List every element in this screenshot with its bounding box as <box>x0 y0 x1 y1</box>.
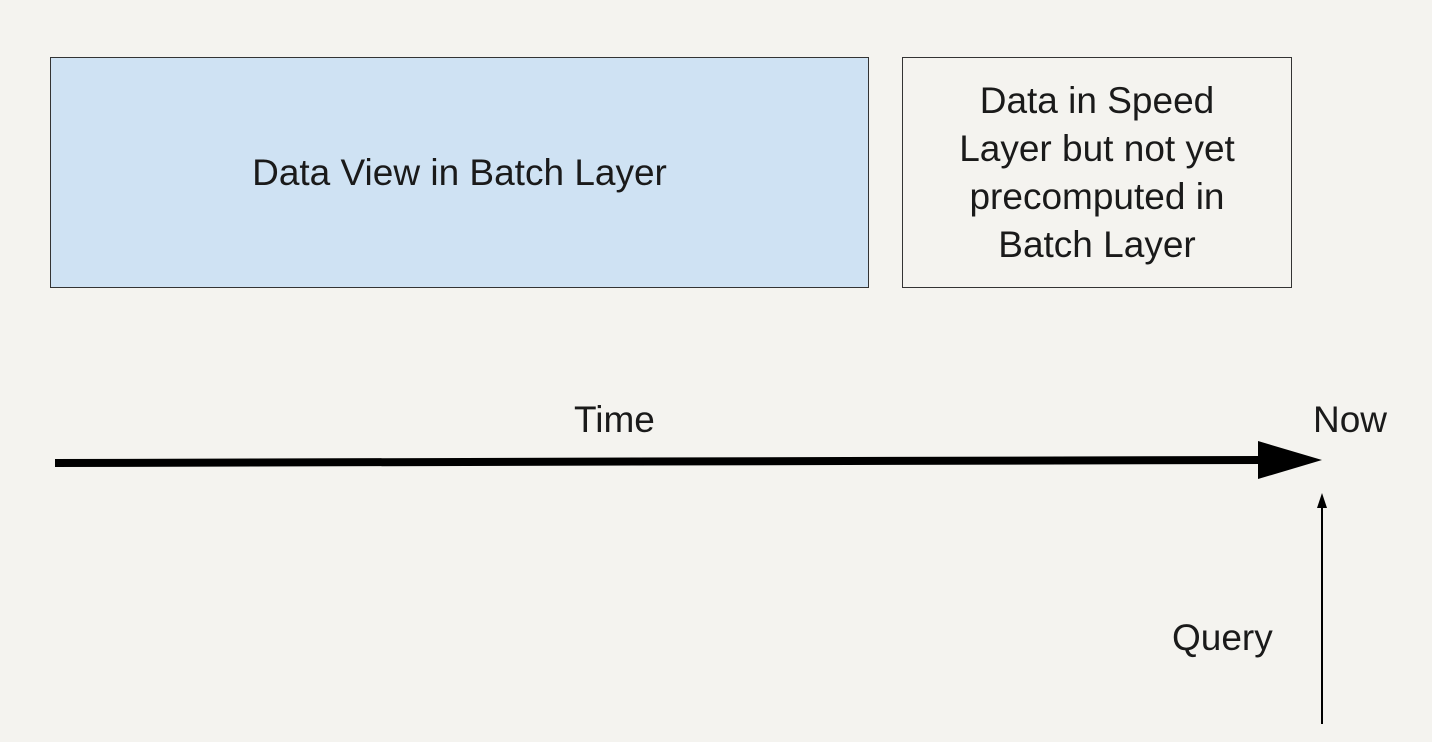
batch-layer-view-label: Data View in Batch Layer <box>252 151 667 193</box>
time-axis-line <box>54 456 1263 467</box>
speed-layer-box: Data in Speed Layer but not yet precompu… <box>902 57 1292 288</box>
now-label: Now <box>1313 399 1388 440</box>
time-axis-label: Time <box>574 399 655 440</box>
query-label: Query <box>1172 617 1273 658</box>
batch-layer-view-box: Data View in Batch Layer <box>50 57 869 288</box>
speed-layer-label: Data in Speed Layer but not yet precompu… <box>959 79 1235 265</box>
time-axis-arrowhead <box>1258 441 1322 479</box>
query-arrowhead <box>1317 493 1327 508</box>
